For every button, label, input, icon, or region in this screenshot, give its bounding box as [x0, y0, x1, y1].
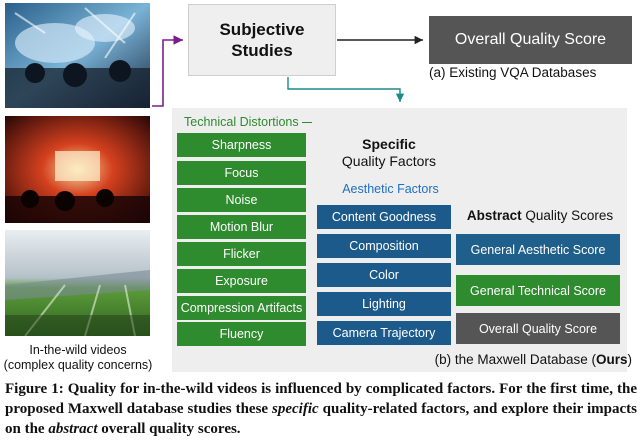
caption-part1: Figure 1: Quality for in-the-wild videos… [5, 381, 637, 417]
technical-factor: Motion Blur [177, 215, 306, 239]
left-caption-line1: In-the-wild videos [29, 343, 127, 357]
specific-rest: Quality Factors [341, 153, 437, 169]
arrow-studies-to-maxwell [287, 77, 405, 102]
general-aesthetic-score-box: General Aesthetic Score [456, 234, 620, 265]
subjective-line2: Studies [231, 41, 293, 60]
aesthetic-factor: Camera Trajectory [317, 321, 451, 345]
specific-bold: Specific [362, 136, 416, 152]
technical-factor: Fluency [177, 322, 306, 346]
label-maxwell-database: (b) the Maxwell Database (Ours) [362, 352, 632, 367]
technical-factor: Compression Artifacts [177, 296, 306, 320]
label-b-prefix: (b) the Maxwell Database ( [434, 352, 596, 367]
video-thumbnail-stage [5, 116, 150, 223]
technical-factor: Exposure [177, 269, 306, 293]
technical-title-line [302, 122, 312, 124]
figure-caption: Figure 1: Quality for in-the-wild videos… [5, 379, 637, 439]
abstract-quality-scores-label: Abstract Quality Scores [455, 208, 625, 223]
left-caption-line2: (complex quality concerns) [3, 358, 153, 372]
aesthetic-factors-title: Aesthetic Factors [342, 182, 439, 196]
technical-factor: Flicker [177, 242, 306, 266]
aesthetic-factor: Composition [317, 234, 451, 258]
technical-factor: Focus [177, 161, 306, 185]
label-existing-vqa: (a) Existing VQA Databases [429, 65, 597, 80]
technical-factor: Noise [177, 188, 306, 212]
specific-quality-factors-label: Specific Quality Factors [314, 136, 464, 170]
video-thumbnail-stadium [5, 230, 150, 336]
label-b-bold: Ours [595, 352, 628, 367]
technical-factor: Sharpness [177, 133, 306, 157]
technical-distortions-title: Technical Distortions [184, 115, 299, 129]
caption-part3: overall quality scores. [97, 421, 241, 437]
caption-italic-abstract: abstract [48, 421, 98, 437]
subjective-studies-box: Subjective Studies [188, 4, 336, 76]
left-caption: In-the-wild videos (complex quality conc… [0, 343, 156, 373]
label-b-suffix: ) [627, 352, 633, 367]
caption-part2: quality-related factors, and explore the… [5, 401, 637, 437]
general-technical-score-box: General Technical Score [456, 275, 620, 306]
overall-quality-score-result-box: Overall Quality Score [456, 313, 620, 344]
arrow-videos-to-studies [152, 35, 183, 107]
abstract-rest: Quality Scores [521, 208, 614, 223]
video-thumbnail-concert [5, 3, 150, 108]
overall-quality-score-box: Overall Quality Score [429, 16, 632, 64]
aesthetic-factor: Content Goodness [317, 205, 451, 229]
caption-italic-specific: specific [272, 401, 319, 417]
aesthetic-factor: Color [317, 263, 451, 287]
subjective-line1: Subjective [219, 20, 305, 39]
abstract-bold: Abstract [466, 208, 522, 223]
aesthetic-factor: Lighting [317, 292, 451, 316]
